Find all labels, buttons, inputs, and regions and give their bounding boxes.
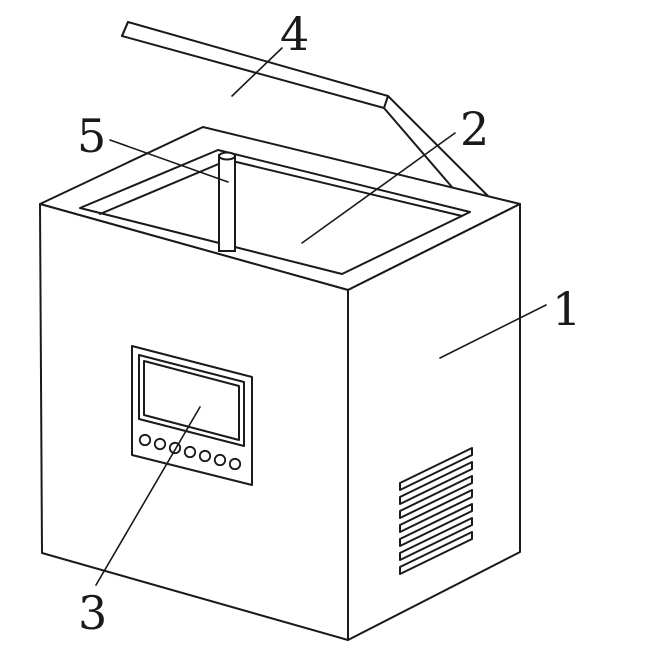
vent-slot-6 [399, 517, 473, 561]
post [218, 151, 236, 252]
housing-side-face [347, 203, 521, 641]
vent-slot-1 [399, 447, 473, 491]
panel-button-7 [228, 457, 242, 471]
post-cap [218, 151, 236, 161]
panel-button-4 [183, 445, 197, 459]
leader-line-5 [109, 139, 229, 183]
callout-1: 1 [552, 282, 581, 336]
control-panel [131, 345, 253, 486]
leader-line-1 [439, 304, 547, 359]
callout-2: 2 [460, 102, 489, 156]
post-body [218, 154, 236, 252]
lid-edge-hinge [383, 95, 389, 109]
leader-line-4 [231, 47, 283, 97]
vent-grille [399, 447, 473, 575]
callout-3: 3 [78, 586, 107, 640]
callout-5: 5 [77, 109, 106, 163]
callout-labels: 1 2 3 4 5 [77, 7, 581, 640]
panel-button-1 [138, 433, 152, 447]
vent-slot-4 [399, 489, 473, 533]
lid-edge-left [121, 21, 129, 37]
leader-line-2 [301, 132, 456, 244]
leader-line-3 [95, 406, 201, 586]
vent-slot-7 [399, 531, 473, 575]
panel-button-5 [198, 449, 212, 463]
callout-4: 4 [280, 7, 309, 61]
panel-button-6 [213, 453, 227, 467]
panel-button-2 [153, 437, 167, 451]
panel-screen [143, 360, 240, 441]
vent-slot-2 [399, 461, 473, 505]
leader-lines [95, 47, 547, 586]
vent-slot-3 [399, 475, 473, 519]
vent-slot-5 [399, 503, 473, 547]
